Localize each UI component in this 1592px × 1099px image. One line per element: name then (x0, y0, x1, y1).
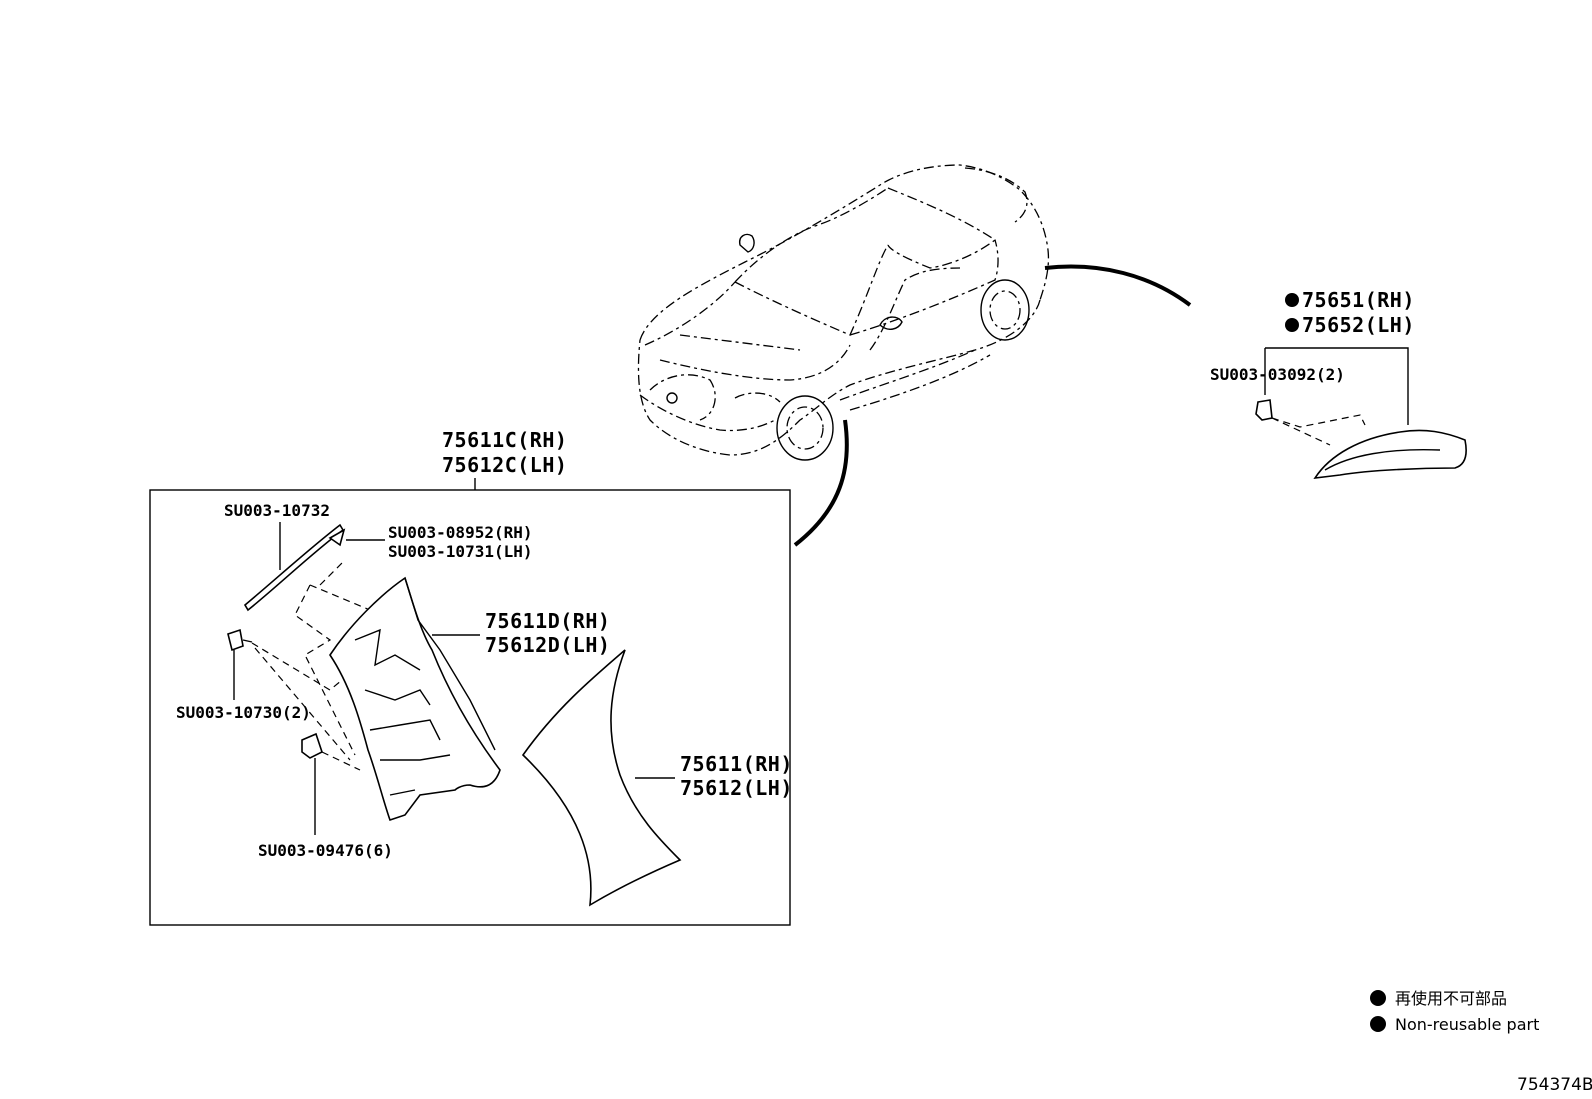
non-reusable-marker-icon (1370, 990, 1386, 1006)
label-pillar-assy-lh: 75612C(LH) (442, 453, 567, 477)
label-grommet: SU003-09476(6) (258, 841, 393, 860)
label-clip-rh: SU003-08952(RH) (388, 523, 533, 542)
label-pillar-assy-rh: 75611C(RH) (442, 428, 567, 452)
non-reusable-marker-icon (1285, 293, 1299, 307)
label-rear-clip: SU003-03092(2) (1210, 365, 1345, 384)
label-bracket-rh: 75611D(RH) (485, 609, 610, 633)
rear-spoiler-callout: 75651(RH) 75652(LH) SU003-03092(2) (1210, 288, 1467, 479)
label-rear-spoiler-rh: 75651(RH) (1302, 288, 1415, 312)
label-rear-spoiler-lh: 75652(LH) (1302, 313, 1415, 337)
label-garnish-lh: 75612(LH) (680, 776, 793, 800)
legend: 再使用不可部品 Non-reusable part (1370, 989, 1539, 1034)
car-illustration (637, 164, 1192, 547)
non-reusable-marker-icon (1370, 1016, 1386, 1032)
legend-jp: 再使用不可部品 (1395, 989, 1507, 1008)
label-seal-top: SU003-10732 (224, 501, 330, 520)
legend-en: Non-reusable part (1395, 1015, 1539, 1034)
pillar-assy-frame (149, 489, 791, 926)
label-screw: SU003-10730(2) (176, 703, 311, 722)
label-bracket-lh: 75612D(LH) (485, 633, 610, 657)
diagram-id: 754374B (1517, 1075, 1592, 1095)
pillar-exploded-view: SU003-10732 SU003-08952(RH) SU003-10731(… (176, 501, 793, 907)
label-clip-lh: SU003-10731(LH) (388, 542, 533, 561)
label-garnish-rh: 75611(RH) (680, 752, 793, 776)
non-reusable-marker-icon (1285, 318, 1299, 332)
